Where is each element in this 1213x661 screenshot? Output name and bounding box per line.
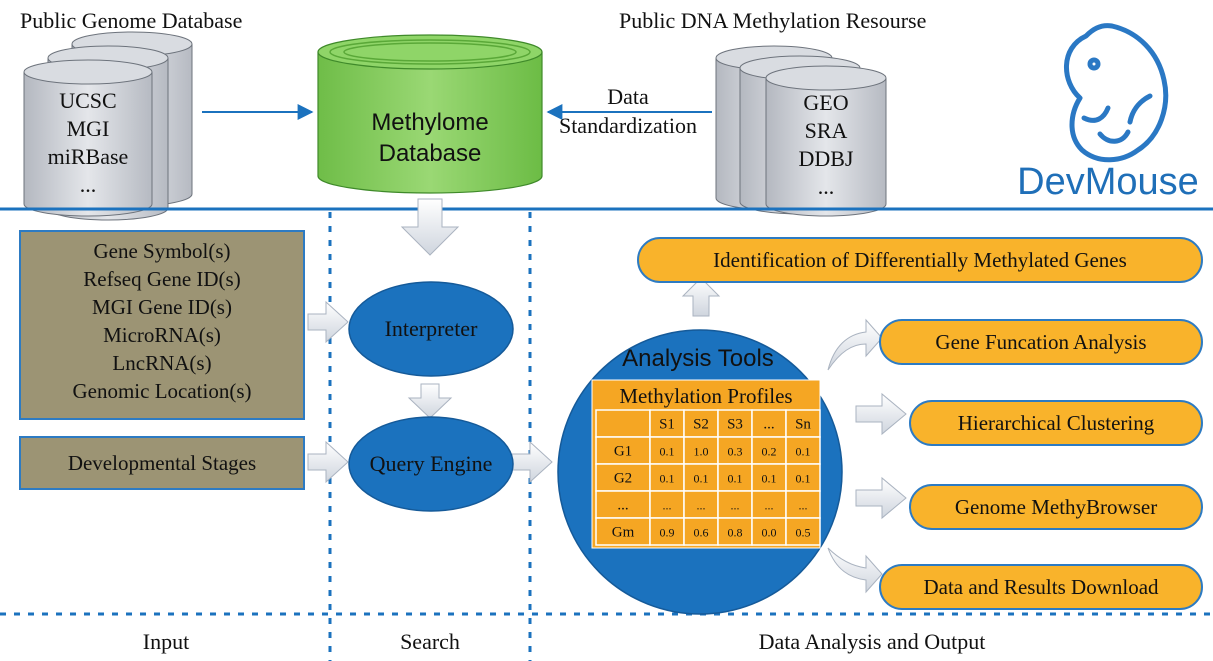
grey-arrows <box>307 198 907 594</box>
resource-item: DDBJ <box>798 146 853 171</box>
methylome-db-label: Database <box>379 140 482 167</box>
methylation-resource-title: Public DNA Methylation Resourse <box>619 8 926 33</box>
table-cell <box>785 490 821 519</box>
id-type-label: MGI Gene ID(s) <box>92 295 232 319</box>
interpreter-node <box>348 281 514 377</box>
table-value: ... <box>697 499 706 513</box>
table-header: Sn <box>795 417 811 433</box>
resource-item: ... <box>818 174 835 199</box>
output-label: Identification of Differentially Methyla… <box>713 248 1127 272</box>
table-cell <box>785 517 821 546</box>
table-row-label: Gm <box>612 525 635 541</box>
table-cell <box>683 436 719 465</box>
table-cell <box>683 463 719 492</box>
table-value: 1.0 <box>694 445 709 459</box>
table-cell <box>683 517 719 546</box>
genome-db-item: UCSC <box>59 88 116 113</box>
output-pill: Data and Results Download <box>879 564 1203 610</box>
table-header: S2 <box>693 417 709 433</box>
table-value: 0.1 <box>796 472 811 486</box>
table-value: 0.1 <box>762 472 777 486</box>
table-value: 0.1 <box>796 445 811 459</box>
query-engine-label: Query Engine <box>370 451 493 476</box>
genome-db-item: MGI <box>67 116 110 141</box>
table-row-label: G2 <box>614 471 632 487</box>
table-header: S3 <box>727 417 743 433</box>
analysis-tools-title: Analysis Tools <box>622 345 774 372</box>
interpreter-label: Interpreter <box>385 316 478 341</box>
table-value: ... <box>765 499 774 513</box>
genome-db-title: Public Genome Database <box>20 8 242 33</box>
table-cell <box>649 517 685 546</box>
table-cell <box>683 490 719 519</box>
table-cell <box>595 409 651 438</box>
standardization-label: Standardization <box>559 113 697 138</box>
output-pill: Hierarchical Clustering <box>909 400 1203 446</box>
table-cell <box>649 436 685 465</box>
resource-item: GEO <box>803 90 848 115</box>
table-header: ... <box>763 417 774 433</box>
table-row-label: ... <box>617 498 628 514</box>
methylation-profiles-title: Methylation Profiles <box>619 384 792 408</box>
table-value: 0.1 <box>660 472 675 486</box>
table-cell <box>785 436 821 465</box>
table-cell <box>649 409 685 438</box>
table-value: 0.5 <box>796 526 811 540</box>
table-cell <box>595 463 651 492</box>
table-value: 0.1 <box>660 445 675 459</box>
output-label: Data and Results Download <box>923 575 1159 599</box>
footer-output-label: Data Analysis and Output <box>759 629 986 654</box>
table-value: 0.8 <box>728 526 743 540</box>
stages-label: Developmental Stages <box>68 451 256 475</box>
table-value: 0.1 <box>694 472 709 486</box>
output-pill: Gene Funcation Analysis <box>879 319 1203 365</box>
devmouse-logo: DevMouse <box>1017 161 1199 203</box>
methylome-database-cylinder <box>317 34 543 194</box>
query-engine-node <box>348 416 514 512</box>
id-type-label: LncRNA(s) <box>112 351 211 375</box>
table-value: 0.0 <box>762 526 777 540</box>
output-label: Genome MethyBrowser <box>955 495 1157 519</box>
table-value: 0.1 <box>728 472 743 486</box>
output-pill: Genome MethyBrowser <box>909 484 1203 530</box>
resource-item: SRA <box>805 118 848 143</box>
table-value: 0.9 <box>660 526 675 540</box>
methylation-resource-cylinders <box>715 45 887 217</box>
mouse-embryo-icon <box>1064 23 1169 163</box>
id-type-label: Genomic Location(s) <box>72 379 251 403</box>
id-input-box <box>19 230 305 420</box>
id-type-label: Gene Symbol(s) <box>93 239 230 263</box>
table-header: S1 <box>659 417 675 433</box>
table-value: 0.2 <box>762 445 777 459</box>
id-type-label: MicroRNA(s) <box>103 323 221 347</box>
table-cell <box>751 490 787 519</box>
output-label: Gene Funcation Analysis <box>935 330 1146 354</box>
table-value: 0.3 <box>728 445 743 459</box>
table-value: ... <box>799 499 808 513</box>
output-pill: Identification of Differentially Methyla… <box>637 237 1203 283</box>
table-value: ... <box>731 499 740 513</box>
stages-input-box <box>19 436 305 490</box>
table-value: 0.6 <box>694 526 709 540</box>
id-type-label: Refseq Gene ID(s) <box>83 267 240 291</box>
genome-db-item: ... <box>80 172 97 197</box>
table-cell <box>717 463 753 492</box>
table-value: ... <box>663 499 672 513</box>
table-cell <box>785 409 821 438</box>
standardization-label: Data <box>607 84 649 109</box>
table-cell <box>595 517 651 546</box>
genome-db-item: miRBase <box>48 144 129 169</box>
footer-input-label: Input <box>143 629 189 654</box>
table-row-label: G1 <box>614 444 632 460</box>
methylome-db-label: Methylome <box>371 109 488 136</box>
output-label: Hierarchical Clustering <box>958 411 1155 435</box>
genome-db-cylinders <box>23 31 193 221</box>
footer-search-label: Search <box>400 629 460 654</box>
